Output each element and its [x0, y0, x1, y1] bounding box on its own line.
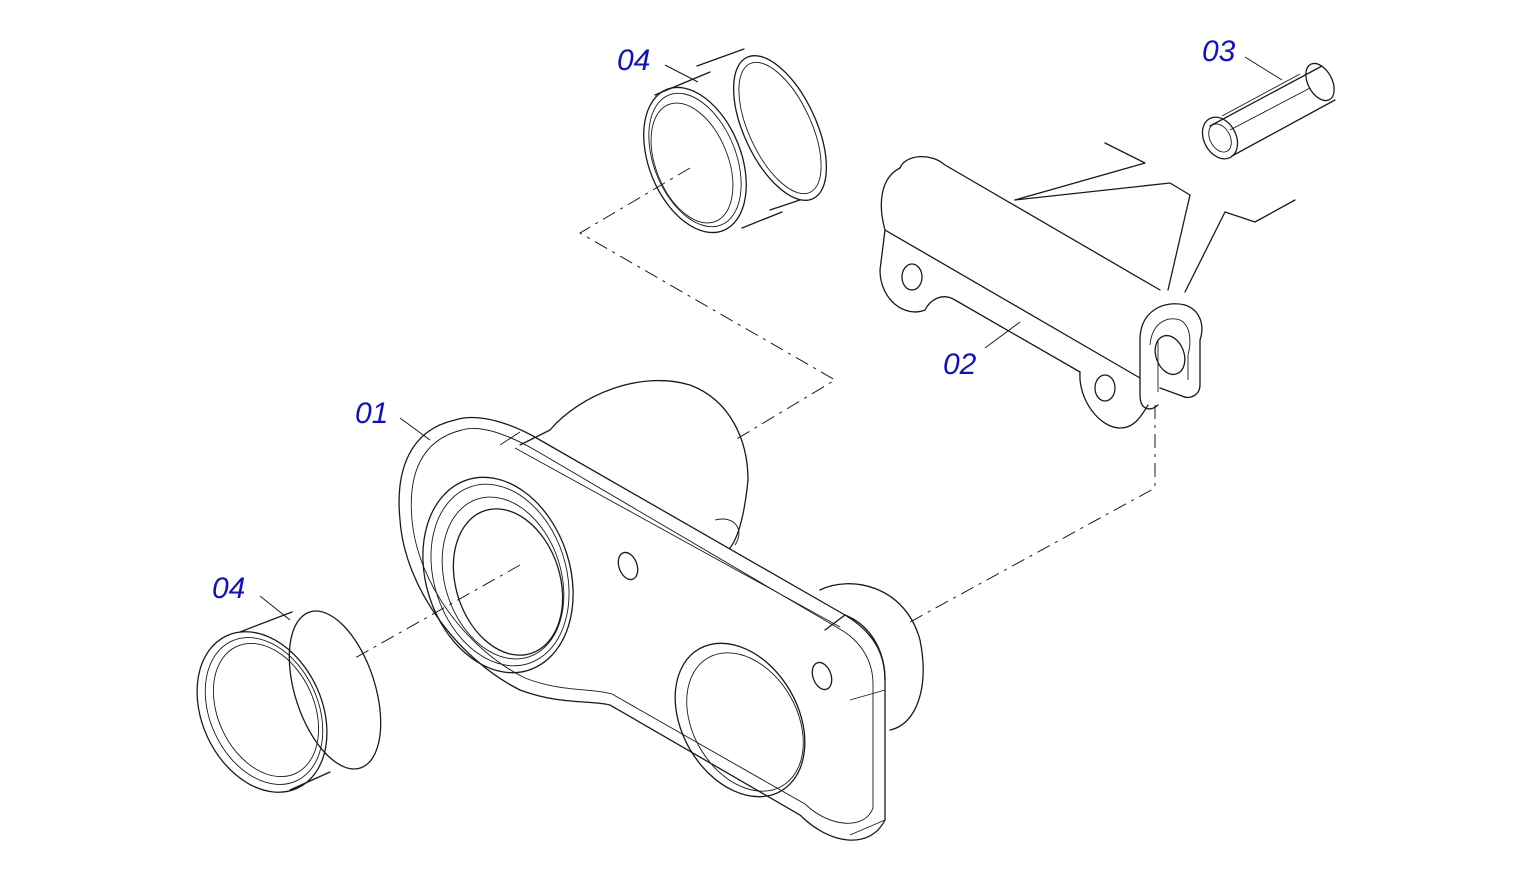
label-part-01: 01 — [355, 397, 388, 430]
break-lines — [1014, 142, 1296, 293]
label-part-04-top: 04 — [617, 44, 650, 77]
leader-04-top — [664, 64, 699, 83]
part-03-roll-pin — [1201, 62, 1336, 160]
part-labels: 04 03 02 01 04 — [212, 35, 1236, 605]
leader-lines — [259, 56, 1283, 621]
label-part-04-left: 04 — [212, 572, 245, 605]
centerline-top-bushing — [579, 167, 836, 441]
part-01-lever-plate — [398, 379, 924, 841]
label-part-02: 02 — [943, 348, 977, 381]
leader-01 — [399, 417, 431, 441]
break-line-mid — [1014, 182, 1191, 291]
leader-04-left — [259, 595, 291, 621]
centerline-left-bushing — [354, 564, 521, 659]
part-04-top-bushing — [643, 48, 828, 234]
break-line-upper — [1014, 142, 1146, 201]
leader-03 — [1244, 56, 1283, 81]
break-line-right — [1184, 199, 1296, 293]
part-02-bracket — [879, 156, 1203, 429]
centerline-bracket — [909, 405, 1156, 623]
leader-02 — [984, 321, 1021, 349]
part-04-left-bushing — [196, 610, 382, 793]
label-part-03: 03 — [1202, 35, 1236, 68]
assembly-centerlines — [354, 167, 1156, 659]
